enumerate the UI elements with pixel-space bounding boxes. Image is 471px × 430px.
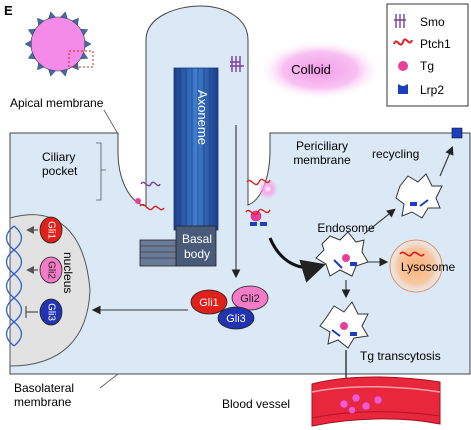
nuclear-gli3-label: Gli3 (45, 303, 56, 321)
basolateral-label: Basolateral (14, 381, 74, 395)
blood-vessel-label: Blood vessel (222, 397, 290, 411)
inset-spike (48, 11, 56, 19)
nuclear-gli2-label: Gli2 (45, 261, 56, 279)
inset-spike (71, 62, 79, 71)
ciliary-label: Ciliary (42, 150, 75, 164)
transcytosis-vesicle (319, 301, 369, 349)
basolateral-leader (99, 373, 119, 389)
ciliary-pocket-bracket (96, 142, 106, 201)
colloid-label: Colloid (291, 62, 331, 77)
inset-spike (80, 52, 89, 59)
pocket-label: pocket (42, 164, 78, 178)
apical-membrane-leader (103, 109, 119, 135)
ciliary-smo (230, 56, 244, 72)
follicle-inset (24, 11, 94, 77)
lysosome-label: Lysosome (401, 260, 456, 274)
inset-spike (27, 52, 36, 59)
axoneme-label: Axoneme (195, 90, 210, 145)
cyto-gli3 (217, 306, 255, 330)
nuclear-gli3 (39, 298, 63, 326)
nuclear-gli2 (39, 256, 63, 284)
legend-lrp2-label: Lrp2 (420, 83, 444, 97)
cyto-gli2-label: Gli2 (240, 293, 260, 305)
body-label: body (184, 247, 210, 261)
legend-tg-label: Tg (420, 59, 434, 73)
nucleus-label: nucleus (61, 252, 75, 293)
inset-spike (37, 17, 45, 26)
tg-transcytosis-label: Tg transcytosis (360, 349, 441, 363)
nucleus (9, 214, 91, 367)
dna-helix (5, 225, 23, 347)
recycling-to-membrane-arrow (439, 145, 454, 177)
recycling-label: recycling (372, 147, 419, 161)
nuclear-gli1-label: Gli1 (45, 221, 56, 239)
inset-spike (27, 29, 36, 36)
basal-body (139, 225, 217, 267)
inset-spike (48, 69, 56, 77)
inset-spike (37, 62, 45, 71)
inset-spike (60, 69, 68, 77)
endocytosis-arrow (268, 237, 326, 283)
basolateral-membrane-label: membrane (14, 395, 72, 409)
lrp2-icon (398, 84, 408, 94)
legend-ptch1-label: Ptch1 (420, 37, 451, 51)
inset-spike (60, 11, 68, 19)
inset-spike (84, 40, 92, 48)
inset-spike (24, 40, 32, 48)
inset-spike (80, 29, 89, 36)
basal-label: Basal (182, 232, 212, 246)
panel-label: E (4, 3, 13, 18)
smo-icon (394, 14, 406, 28)
apical-lrp2 (451, 127, 463, 139)
axoneme (173, 67, 219, 231)
colloid (258, 40, 382, 100)
nuclear-gli1 (39, 216, 63, 244)
ptch1-icon (393, 38, 413, 46)
blood-vessel (311, 376, 441, 427)
endosome (315, 231, 369, 277)
periciliary-label: Periciliary (296, 139, 348, 153)
cyto-gli1-label: Gli1 (199, 297, 219, 309)
inset-spike (71, 17, 79, 26)
cyto-gli1 (190, 289, 228, 315)
pocket-receptors-left (135, 181, 165, 211)
cyto-gli2 (231, 285, 269, 311)
lysosome (389, 239, 443, 293)
periciliary-membrane-label: membrane (293, 153, 351, 167)
endosome-to-recycling-arrow (363, 208, 396, 235)
tg-icon (398, 61, 408, 71)
cyto-gli3-label: Gli3 (226, 313, 246, 325)
cell-body (9, 5, 471, 375)
periciliary-receptors (245, 178, 278, 226)
recycling-vesicle (395, 173, 443, 219)
apical-membrane-label: Apical membrane (10, 96, 104, 110)
endosome-label: Endosome (317, 221, 375, 235)
gli3-repression-bar (25, 306, 38, 318)
legend-smo-label: Smo (420, 15, 445, 29)
legend: Smo Ptch1 Tg Lrp2 (386, 3, 469, 107)
